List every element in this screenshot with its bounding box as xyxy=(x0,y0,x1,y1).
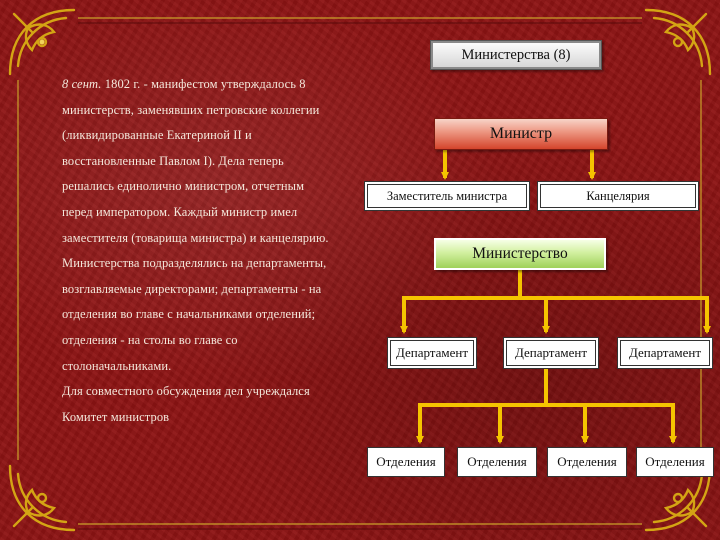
body-line: перед императором. Каждый министр имел xyxy=(62,204,298,219)
body-line: Для совместного обсуждения дел учреждалс… xyxy=(62,384,310,399)
department-box-1: Департамент xyxy=(387,337,477,369)
body-line: решались единолично министром, отчетным xyxy=(62,179,305,194)
body-line: отделения - на столы во главе со xyxy=(62,332,238,347)
connector-department-bus xyxy=(418,368,675,407)
frame-bottom-border xyxy=(78,523,642,530)
department-box-3: Департамент xyxy=(617,337,713,369)
division-box-2: Отделения xyxy=(457,447,537,477)
body-line: министерств, заменявших петровские колле… xyxy=(62,102,320,117)
body-line: столоначальниками. xyxy=(62,358,172,373)
frame-top-border xyxy=(78,17,642,24)
frame-right-border xyxy=(700,80,702,460)
deputy-minister-box: Заместитель министра xyxy=(364,181,530,211)
ornament-bottom-right-icon xyxy=(644,464,712,532)
connector-ministry-bus xyxy=(402,270,709,300)
frame-left-border xyxy=(17,80,19,460)
body-line: 8 сент. 1802 г. - манифестом утверждалос… xyxy=(62,77,306,91)
body-line: Комитет министров xyxy=(62,409,170,424)
division-box-3: Отделения xyxy=(547,447,627,477)
division-box-1: Отделения xyxy=(367,447,445,477)
minister-box: Министр xyxy=(434,118,608,150)
body-line: заместителя (товарища министра) и канцел… xyxy=(62,230,329,245)
body-line: отделения во главе с начальниками отделе… xyxy=(62,307,316,322)
body-line: (ликвидированные Екатериной II и xyxy=(62,128,252,143)
division-box-4: Отделения xyxy=(636,447,714,477)
ornament-top-left-icon xyxy=(8,8,76,76)
chancellery-box: Канцелярия xyxy=(537,181,699,211)
body-date: 8 сент. xyxy=(62,77,102,91)
ornament-top-right-icon xyxy=(644,8,712,76)
body-line: восстановленные Павлом I). Дела теперь xyxy=(62,153,284,168)
department-box-2: Департамент xyxy=(503,337,599,369)
body-line: возглавляемые директорами; департаменты … xyxy=(62,281,322,296)
body-text: 8 сент. 1802 г. - манифестом утверждалос… xyxy=(62,72,362,430)
ministry-box: Министерство xyxy=(434,238,606,270)
slide-title: Министерства (8) xyxy=(430,40,602,70)
ornament-bottom-left-icon xyxy=(8,464,76,532)
body-line: Министерства подразделялись на департаме… xyxy=(62,256,327,271)
